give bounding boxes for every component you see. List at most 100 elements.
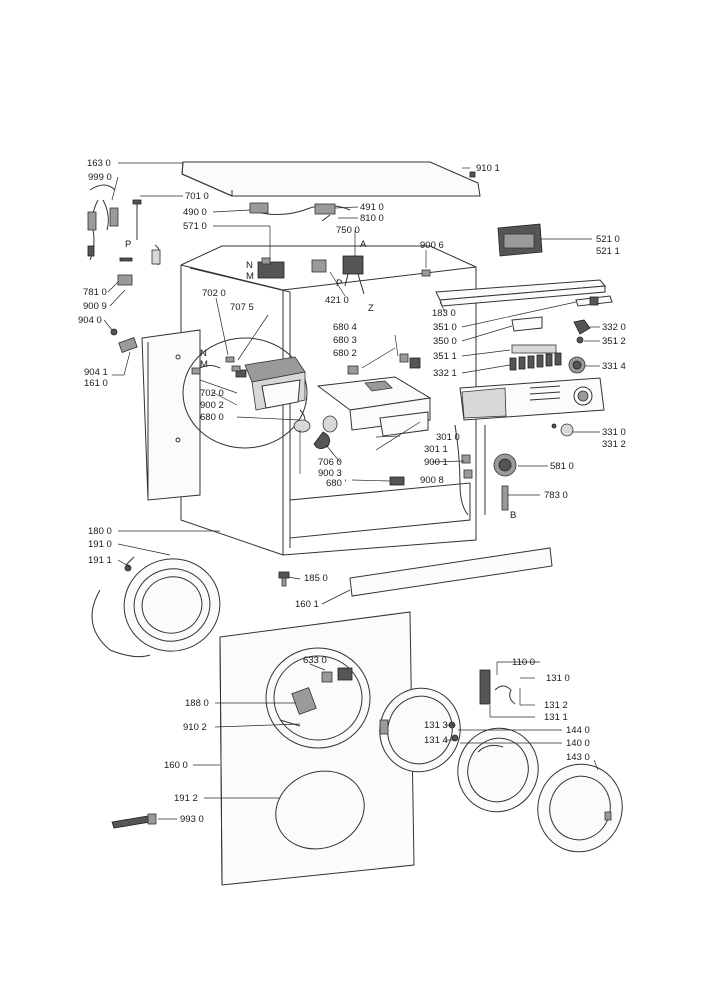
label-331-2: 331 2	[602, 439, 626, 450]
label-331-4: 331 4	[602, 361, 626, 372]
adjustable-foot	[278, 571, 290, 587]
label-904-0: 904 0	[78, 315, 102, 326]
label-131-0: 131 0	[546, 673, 570, 684]
label-131-1: 131 1	[544, 712, 568, 723]
marker-b: B	[510, 510, 516, 521]
label-110-0: 110 0	[512, 657, 535, 668]
label-183-0: 183 0	[432, 308, 456, 319]
door-inner-ring	[379, 687, 461, 773]
marker-n-mid: N	[200, 348, 207, 359]
connector-markers: P P A Z N M N M B	[125, 239, 516, 521]
label-131-2: 131 2	[544, 700, 568, 711]
door-gasket	[91, 556, 221, 658]
label-421-0: 421 0	[325, 295, 349, 306]
label-900-6: 900 6	[420, 240, 444, 251]
fill-hoses	[87, 184, 161, 286]
label-993-0: 993 0	[180, 814, 204, 825]
marker-a: A	[360, 239, 367, 250]
label-521-0: 521 0	[596, 234, 620, 245]
label-301-0: 301 0	[436, 432, 460, 443]
label-900-8: 900 8	[420, 475, 444, 486]
door-glass-cover	[275, 770, 365, 850]
marker-m-mid: M	[200, 359, 208, 370]
label-701-0: 701 0	[185, 191, 209, 202]
water-valve	[257, 255, 365, 295]
label-191-2: 191 2	[174, 793, 198, 804]
label-680-dash: 680 '	[326, 478, 346, 489]
label-910-1: 910 1	[476, 163, 500, 174]
label-680-2: 680 2	[333, 348, 357, 359]
kick-plate	[349, 547, 553, 597]
label-750-0: 750 0	[336, 225, 360, 236]
label-131-3: 131 3	[424, 720, 448, 731]
label-351-1: 351 1	[433, 351, 457, 362]
label-160-0: 160 0	[164, 760, 188, 771]
label-351-2: 351 2	[602, 336, 626, 347]
label-571-0: 571 0	[183, 221, 207, 232]
label-301-1: 301 1	[424, 444, 448, 455]
label-900-3: 900 3	[318, 468, 342, 479]
label-163-0: 163 0	[87, 158, 111, 169]
label-999-0: 999 0	[88, 172, 112, 183]
label-191-0: 191 0	[88, 539, 112, 550]
panel-parts	[509, 295, 613, 437]
label-680-4: 680 4	[333, 322, 357, 333]
front-panel	[219, 611, 415, 886]
panel-harness	[454, 424, 486, 516]
label-581-0: 581 0	[550, 461, 574, 472]
door-glass	[457, 727, 539, 813]
leader-lines	[103, 162, 600, 820]
label-521-1: 521 1	[596, 246, 620, 257]
label-707-5: 707 5	[230, 302, 254, 313]
label-161-0: 161 0	[84, 378, 108, 389]
label-680-3: 680 3	[333, 335, 357, 346]
label-680-0: 680 0	[200, 412, 224, 423]
label-900-9: 900 9	[83, 301, 107, 312]
label-180-0: 180 0	[88, 526, 112, 537]
label-633-0: 633 0	[303, 655, 327, 666]
label-332-0: 332 0	[602, 322, 626, 333]
program-knob	[493, 453, 517, 511]
rear-panel	[141, 329, 201, 501]
small-fittings	[110, 171, 476, 486]
label-191-1: 191 1	[88, 555, 112, 566]
detergent-drawer	[316, 376, 432, 437]
marker-p-left: P	[125, 239, 131, 250]
marker-m-top: M	[246, 271, 254, 282]
label-904-1: 904 1	[84, 367, 108, 378]
label-900-1: 900 1	[424, 457, 448, 468]
label-900-2: 900 2	[200, 400, 224, 411]
label-491-0: 491 0	[360, 202, 384, 213]
label-331-0: 331 0	[602, 427, 626, 438]
label-332-1: 332 1	[433, 368, 457, 379]
marker-p-valve: P	[336, 278, 342, 289]
label-702-0: 702 0	[200, 388, 224, 399]
label-350-0: 350 0	[433, 336, 457, 347]
label-810-0: 810 0	[360, 213, 384, 224]
label-702-0-top: 702 0	[202, 288, 226, 299]
drain-hose-tool	[111, 813, 157, 829]
label-490-0: 490 0	[183, 207, 207, 218]
control-panel	[459, 377, 605, 421]
label-706-0: 706 0	[318, 457, 342, 468]
label-910-2: 910 2	[183, 722, 207, 733]
part-labels: 163 0 999 0 910 1 701 0 490 0 571 0 491 …	[78, 158, 626, 825]
door-hinge	[479, 669, 516, 705]
label-144-0: 144 0	[566, 725, 590, 736]
label-160-1: 160 1	[295, 599, 319, 610]
top-lid	[181, 161, 481, 197]
label-188-0: 188 0	[185, 698, 209, 709]
dispenser-assembly	[182, 337, 338, 449]
door-outer-ring	[537, 763, 623, 853]
label-131-4: 131 4	[424, 735, 448, 746]
wiring-harness	[249, 202, 351, 222]
label-781-0: 781 0	[83, 287, 107, 298]
label-185-0: 185 0	[304, 573, 328, 584]
label-140-0: 140 0	[566, 738, 590, 749]
label-143-0: 143 0	[566, 752, 590, 763]
marker-z: Z	[368, 303, 374, 314]
label-351-0: 351 0	[433, 322, 457, 333]
marker-n-top: N	[246, 260, 253, 271]
label-783-0: 783 0	[544, 490, 568, 501]
